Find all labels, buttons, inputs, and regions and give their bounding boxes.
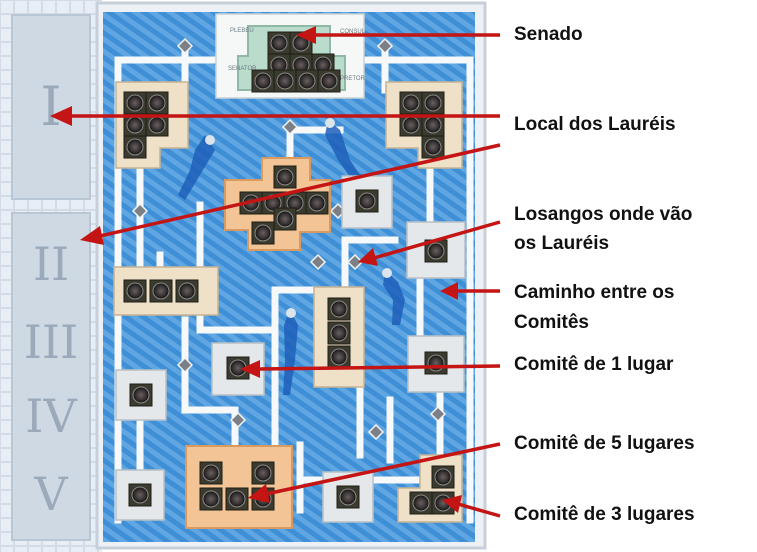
seat-disc bbox=[178, 282, 196, 300]
seat-disc bbox=[358, 192, 376, 210]
roman-numeral-IV: IV bbox=[25, 389, 77, 443]
seat-disc bbox=[126, 116, 144, 134]
label-senado: Senado bbox=[514, 24, 583, 45]
seat-disc bbox=[339, 488, 357, 506]
seat-disc bbox=[126, 282, 144, 300]
seat-disc bbox=[132, 386, 150, 404]
seat-disc bbox=[148, 94, 166, 112]
seat-disc bbox=[152, 282, 170, 300]
marble-figures bbox=[178, 118, 405, 395]
roman-numeral-II: II bbox=[33, 237, 69, 291]
seat-disc bbox=[276, 210, 294, 228]
seat-disc bbox=[330, 324, 348, 342]
committee-5-seat bbox=[185, 445, 293, 529]
seat-disc bbox=[330, 300, 348, 318]
seat-disc bbox=[308, 194, 326, 212]
seat-disc bbox=[424, 138, 442, 156]
seat-disc bbox=[412, 494, 430, 512]
seat-disc bbox=[202, 464, 220, 482]
seat-disc bbox=[427, 242, 445, 260]
seat-disc bbox=[402, 94, 420, 112]
label-losangos-line-2: os Lauréis bbox=[514, 233, 610, 254]
senate-side-text-4: PRETOR bbox=[340, 76, 366, 82]
seat-disc bbox=[126, 138, 144, 156]
seat-disc bbox=[254, 464, 272, 482]
label-caminho-line-1: Caminho entre os bbox=[514, 282, 675, 303]
seat-disc bbox=[424, 94, 442, 112]
seat-disc bbox=[276, 72, 294, 90]
senate-side-text-2: SENATOR bbox=[228, 66, 257, 72]
label-losangos-line-1: Losangos onde vão bbox=[514, 204, 693, 225]
label-caminho-line-2: Comitês bbox=[514, 312, 589, 333]
seat-disc bbox=[228, 490, 246, 508]
seat-disc bbox=[320, 72, 338, 90]
seat-disc bbox=[424, 116, 442, 134]
laurel-diamonds bbox=[131, 37, 447, 441]
seat-disc bbox=[276, 168, 294, 186]
annotation-arrows bbox=[50, 26, 501, 518]
seat-disc bbox=[126, 94, 144, 112]
label-local-laureis: Local dos Lauréis bbox=[514, 114, 676, 135]
seat-disc bbox=[202, 490, 220, 508]
seat-disc bbox=[434, 468, 452, 486]
roman-numeral-panel-2 bbox=[11, 212, 91, 541]
seat-disc bbox=[148, 116, 166, 134]
senate-side-text-3: CONSUL bbox=[340, 29, 366, 35]
roman-numeral-III: III bbox=[24, 315, 79, 369]
seat-disc bbox=[330, 348, 348, 366]
seat-disc bbox=[298, 72, 316, 90]
senate-side-text-1: PLEBEU bbox=[230, 28, 254, 34]
seat-disc bbox=[254, 224, 272, 242]
seat-disc bbox=[131, 486, 149, 504]
label-comite-3-lugares: Comitê de 3 lugares bbox=[514, 504, 695, 525]
label-comite-1-lugar: Comitê de 1 lugar bbox=[514, 354, 674, 375]
label-comite-5-lugares: Comitê de 5 lugares bbox=[514, 433, 695, 454]
seat-disc bbox=[270, 34, 288, 52]
seat-disc bbox=[254, 72, 272, 90]
roman-numeral-V: V bbox=[33, 467, 68, 521]
roman-numeral-panel-1 bbox=[11, 14, 91, 200]
roman-numeral-I: I bbox=[40, 75, 61, 138]
seat-disc bbox=[402, 116, 420, 134]
